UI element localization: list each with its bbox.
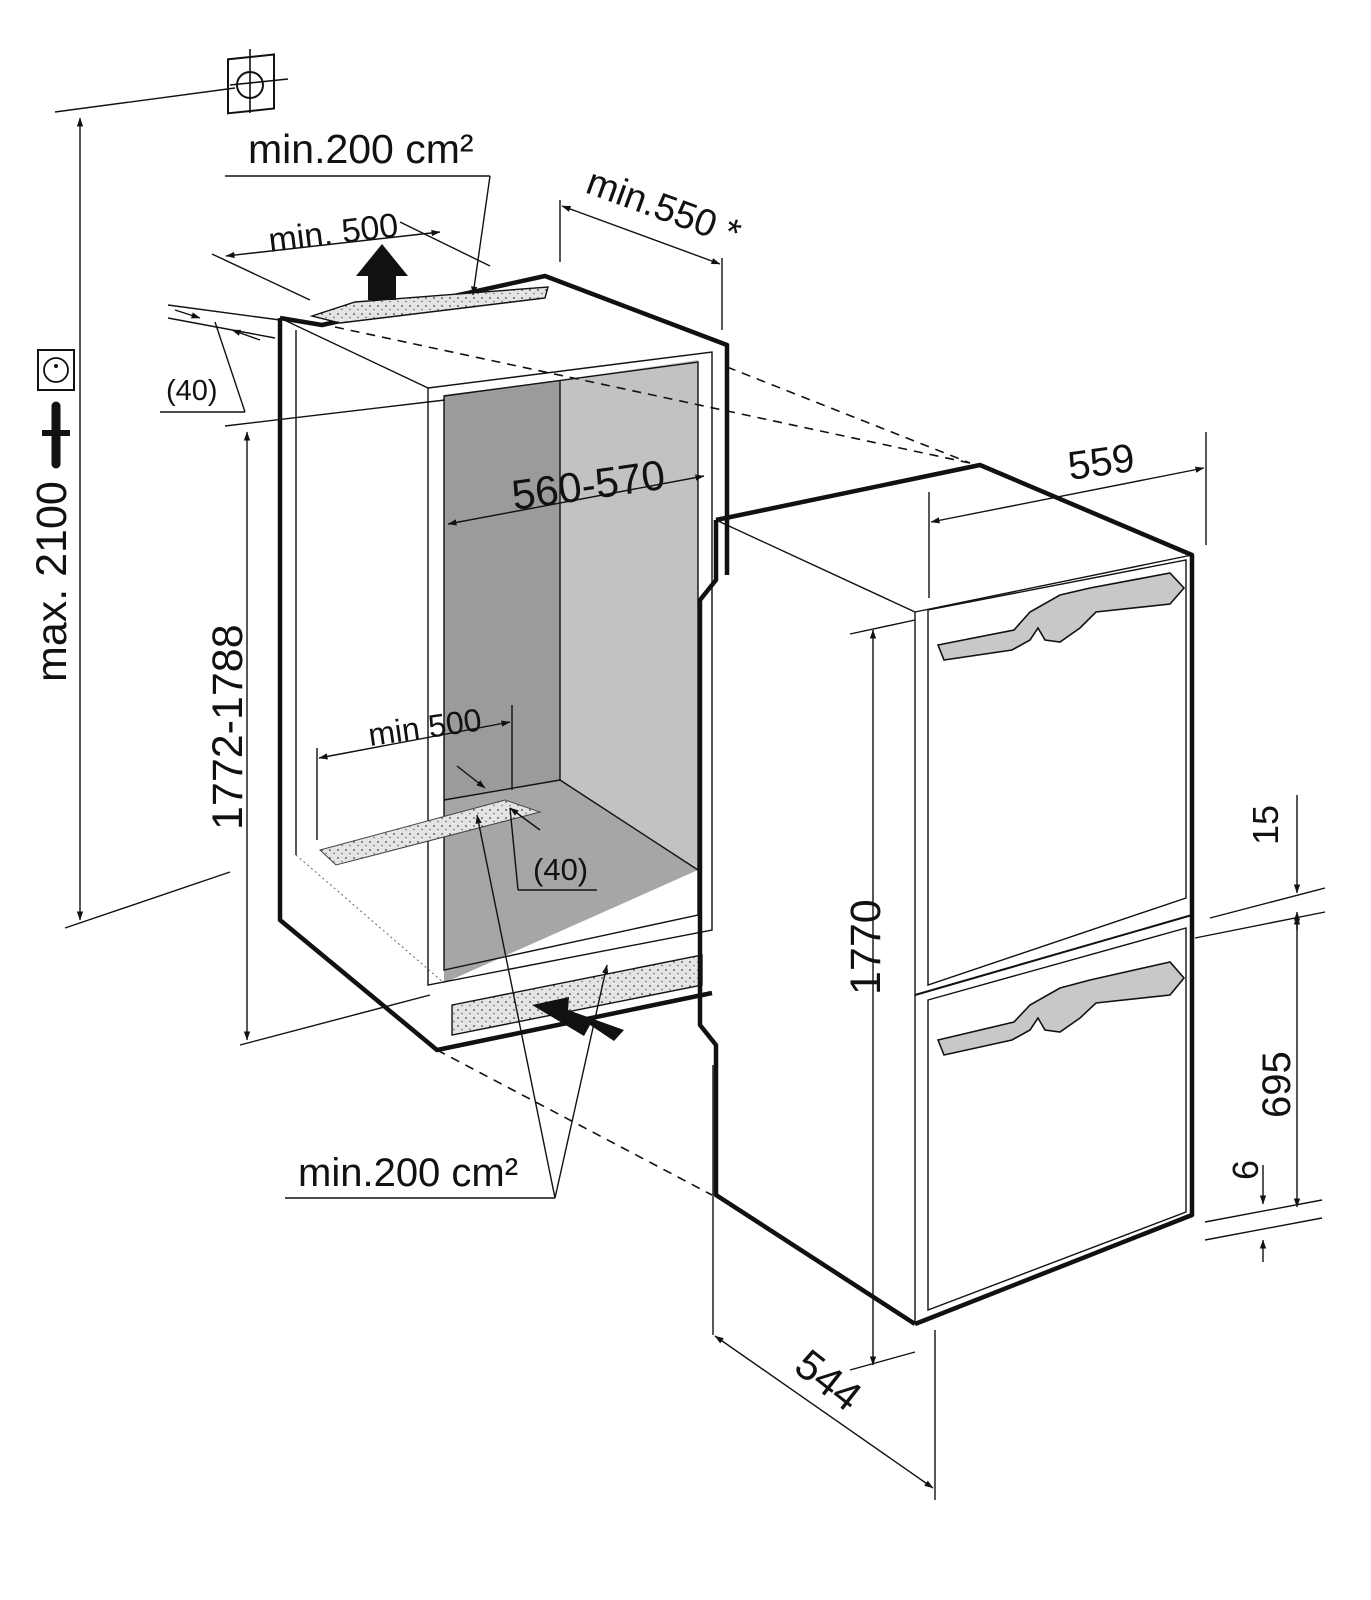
label-bottom-offset: 6	[1225, 1160, 1266, 1180]
lower-handle	[936, 961, 1186, 1056]
label-appliance-depth: 544	[786, 1340, 870, 1420]
bottom-airflow-arrow	[532, 997, 624, 1041]
power-socket-icon	[37, 349, 75, 391]
label-top-gap: (40)	[166, 375, 218, 407]
ceiling-outlet-icon	[227, 49, 289, 115]
label-max-height: max. 2100	[28, 481, 76, 682]
label-lower-door-height: 695	[1255, 1051, 1299, 1118]
top-vent-slot	[309, 286, 549, 324]
label-rear-depth: min.550 *	[581, 161, 746, 255]
power-plug-icon	[42, 401, 70, 469]
label-bottom-vent-area: min.200 cm²	[298, 1151, 518, 1195]
upper-handle	[936, 572, 1186, 661]
label-bottom-gap: (40)	[533, 852, 588, 887]
top-airflow-arrow	[356, 244, 408, 300]
label-appliance-height: 1770	[842, 899, 890, 995]
label-appliance-width: 559	[1065, 436, 1137, 489]
appliance-body	[697, 462, 1195, 1327]
dimension-lines	[54, 87, 1326, 1500]
label-niche-height: 1772-1788	[204, 624, 252, 830]
label-door-gap: 15	[1245, 805, 1286, 845]
label-top-vent-area: min.200 cm²	[248, 126, 474, 172]
niche-floor	[444, 780, 698, 983]
rear-vent-strip	[319, 799, 542, 866]
